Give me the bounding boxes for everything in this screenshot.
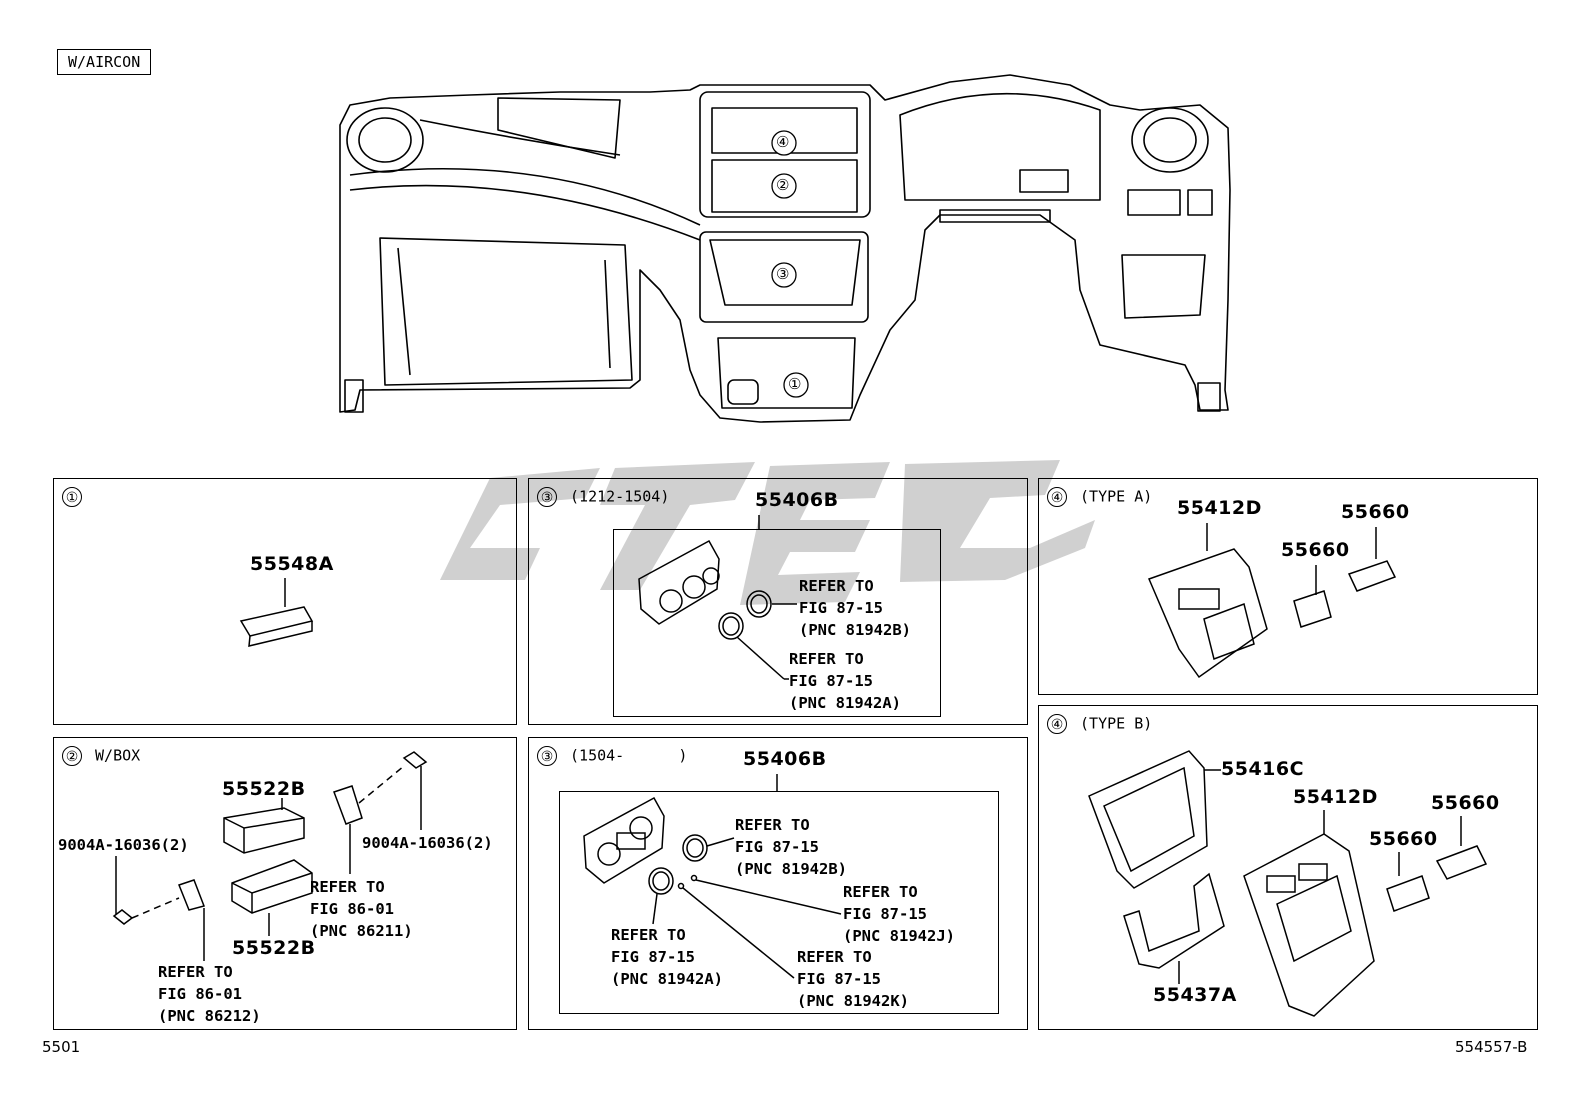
ref-3a-81942A: REFER TO FIG 87-15 (PNC 81942A) [789, 650, 901, 712]
panel-3b-inner [559, 791, 999, 1014]
panel-4b: ④ (TYPE B) 55416C 55412D 55660 55660 554… [1038, 705, 1538, 1030]
part-55660-a1: 55660 [1341, 501, 1410, 523]
panel-4a-title: (TYPE A) [1080, 487, 1153, 506]
part-9004A-right: 9004A-16036(2) [362, 834, 493, 852]
panel-2-header: ② W/BOX [62, 746, 140, 766]
ref-86212: REFER TO FIG 86-01 (PNC 86212) [158, 963, 261, 1025]
panel-3a-drawing [638, 515, 797, 680]
panel-3b-title: (1504- ) [570, 746, 688, 765]
panel-2-title: W/BOX [95, 746, 141, 765]
panel-4a: ④ (TYPE A) 55412D 55660 55660 [1038, 478, 1538, 695]
panel-1-header: ① [62, 487, 86, 507]
part-55660-a2: 55660 [1281, 539, 1350, 561]
callout-4: ④ [776, 133, 790, 151]
panel-1: ① 55548A [53, 478, 517, 725]
panel-4a-num: ④ [1047, 487, 1067, 507]
panel-3b-drawing [583, 774, 842, 979]
ref-86211: REFER TO FIG 86-01 (PNC 86211) [310, 878, 413, 940]
panel-3b-header: ③ (1504- ) [537, 746, 687, 766]
panel-3a: ③ (1212-1504) 55406B REFER TO FIG 87-15 … [528, 478, 1028, 725]
footer-right: 554557-B [1455, 1038, 1528, 1056]
ref-3b-81942K: REFER TO FIG 87-15 (PNC 81942K) [797, 948, 909, 1010]
part-55522B-bottom: 55522B [232, 937, 316, 959]
callout-2: ② [776, 176, 790, 194]
panel-1-num: ① [62, 487, 82, 507]
ref-3b-81942J: REFER TO FIG 87-15 (PNC 81942J) [843, 883, 955, 945]
panel-4b-drawing [1088, 750, 1488, 1017]
ref-3a-81942B: REFER TO FIG 87-15 (PNC 81942B) [799, 577, 911, 639]
ref-3b-81942B: REFER TO FIG 87-15 (PNC 81942B) [735, 816, 847, 878]
part-55406B-a: 55406B [755, 489, 839, 511]
panel-4b-num: ④ [1047, 714, 1067, 734]
footer-left: 5501 [42, 1038, 81, 1056]
panel-4b-header: ④ (TYPE B) [1047, 714, 1152, 734]
part-55406B-b: 55406B [743, 748, 827, 770]
callout-3: ③ [776, 265, 790, 283]
part-55660-b2: 55660 [1369, 828, 1438, 850]
part-55660-b1: 55660 [1431, 792, 1500, 814]
panel-4a-header: ④ (TYPE A) [1047, 487, 1152, 507]
panel-3b: ③ (1504- ) 55406B REFER TO FIG 87-15 (PN… [528, 737, 1028, 1030]
part-55548A: 55548A [250, 553, 334, 575]
part-55437A: 55437A [1153, 984, 1237, 1006]
panel-3a-header: ③ (1212-1504) [537, 487, 669, 507]
part-55416C: 55416C [1221, 758, 1305, 780]
panel-2: ② W/BOX 55522B 55522B 9004A-16036(2) 900… [53, 737, 517, 1030]
part-55412D-a: 55412D [1177, 497, 1262, 519]
panel-2-drawing [112, 751, 428, 961]
panel-3a-title: (1212-1504) [570, 487, 670, 506]
part-55522B-top: 55522B [222, 778, 306, 800]
panel-4a-drawing [1147, 523, 1397, 679]
part-55548A-drawing [239, 578, 314, 647]
ref-3b-81942A: REFER TO FIG 87-15 (PNC 81942A) [611, 926, 723, 988]
panel-2-num: ② [62, 746, 82, 766]
panel-3b-num: ③ [537, 746, 557, 766]
part-55412D-b: 55412D [1293, 786, 1378, 808]
panel-3a-inner [613, 529, 941, 717]
aircon-tag: W/AIRCON [57, 49, 152, 75]
panel-3a-num: ③ [537, 487, 557, 507]
callout-1: ① [788, 375, 802, 393]
part-9004A-left: 9004A-16036(2) [58, 836, 189, 854]
panel-4b-title: (TYPE B) [1080, 714, 1153, 733]
